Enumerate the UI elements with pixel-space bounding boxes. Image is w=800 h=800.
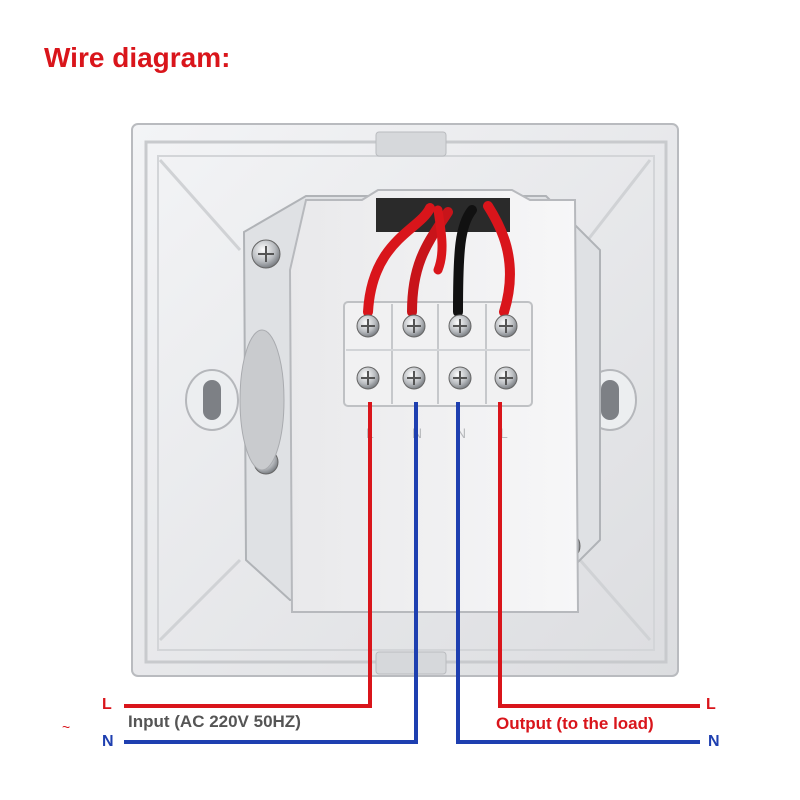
- screw-top-1: [356, 314, 380, 338]
- diagram-title: Wire diagram:: [44, 42, 231, 73]
- screw-top-2: [402, 314, 426, 338]
- output-description: Output (to the load): [496, 714, 654, 733]
- internal-wires: [363, 201, 515, 317]
- terminal-screws: [356, 314, 518, 390]
- screw-bottom-4: [494, 366, 518, 390]
- screw-top-3: [448, 314, 472, 338]
- terminal-label-4: L: [500, 425, 508, 441]
- input-live-label: L: [102, 696, 112, 713]
- output-live-label: L: [706, 696, 716, 713]
- screw-bottom-1: [356, 366, 380, 390]
- screw-top-4: [494, 314, 518, 338]
- output-neutral-label: N: [708, 733, 720, 750]
- terminal-label-3: N: [456, 425, 466, 441]
- screw-bottom-2: [402, 366, 426, 390]
- mounting-hole-left: [185, 369, 239, 431]
- screw-bottom-3: [448, 366, 472, 390]
- input-neutral-wire: [124, 402, 418, 744]
- terminal-module: L N N L: [288, 189, 580, 613]
- output-live-wire: [498, 402, 700, 708]
- input-live-wire: [124, 402, 372, 708]
- input-description: Input (AC 220V 50HZ): [128, 712, 301, 731]
- ac-tilde-symbol: ~: [62, 719, 71, 735]
- output-neutral-wire: [456, 402, 700, 744]
- input-neutral-label: N: [102, 733, 114, 750]
